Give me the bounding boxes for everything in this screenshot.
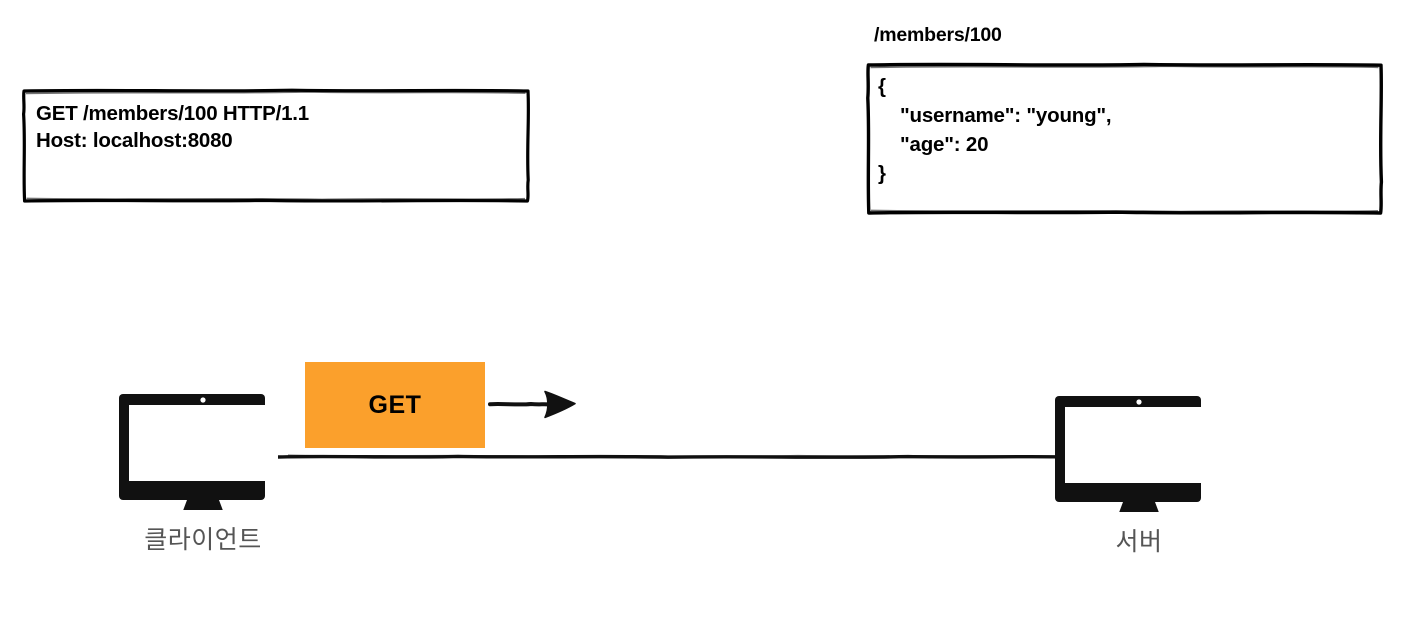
desktop-monitor-icon [119,394,277,510]
desktop-monitor-icon [1055,396,1213,512]
server-node: 서버 [1039,394,1239,558]
arrow-right-icon [488,390,576,419]
client-server-connection-line [278,454,1078,459]
http-request-box: GET /members/100 HTTP/1.1 Host: localhos… [22,88,531,203]
request-line-2: Host: localhost:8080 [36,129,233,152]
response-line-4: } [878,162,886,185]
http-response-box: { "username": "young", "age": 20 } [866,62,1384,215]
http-request-text: GET /members/100 HTTP/1.1 Host: localhos… [22,88,530,154]
server-node-label: 서버 [1115,528,1163,556]
http-method-badge: GET [305,362,485,448]
response-line-1: { [878,75,886,98]
resource-path-label: /members/100 [874,24,1002,46]
client-node-label: 클라이언트 [144,526,262,554]
http-response-text: { "username": "young", "age": 20 } [866,62,1383,188]
http-method-label: GET [368,390,422,419]
response-line-3: "age": 20 [878,133,989,156]
response-line-2: "username": "young", [878,104,1112,127]
client-node: 클라이언트 [103,392,303,556]
request-line-1: GET /members/100 HTTP/1.1 [36,102,310,125]
